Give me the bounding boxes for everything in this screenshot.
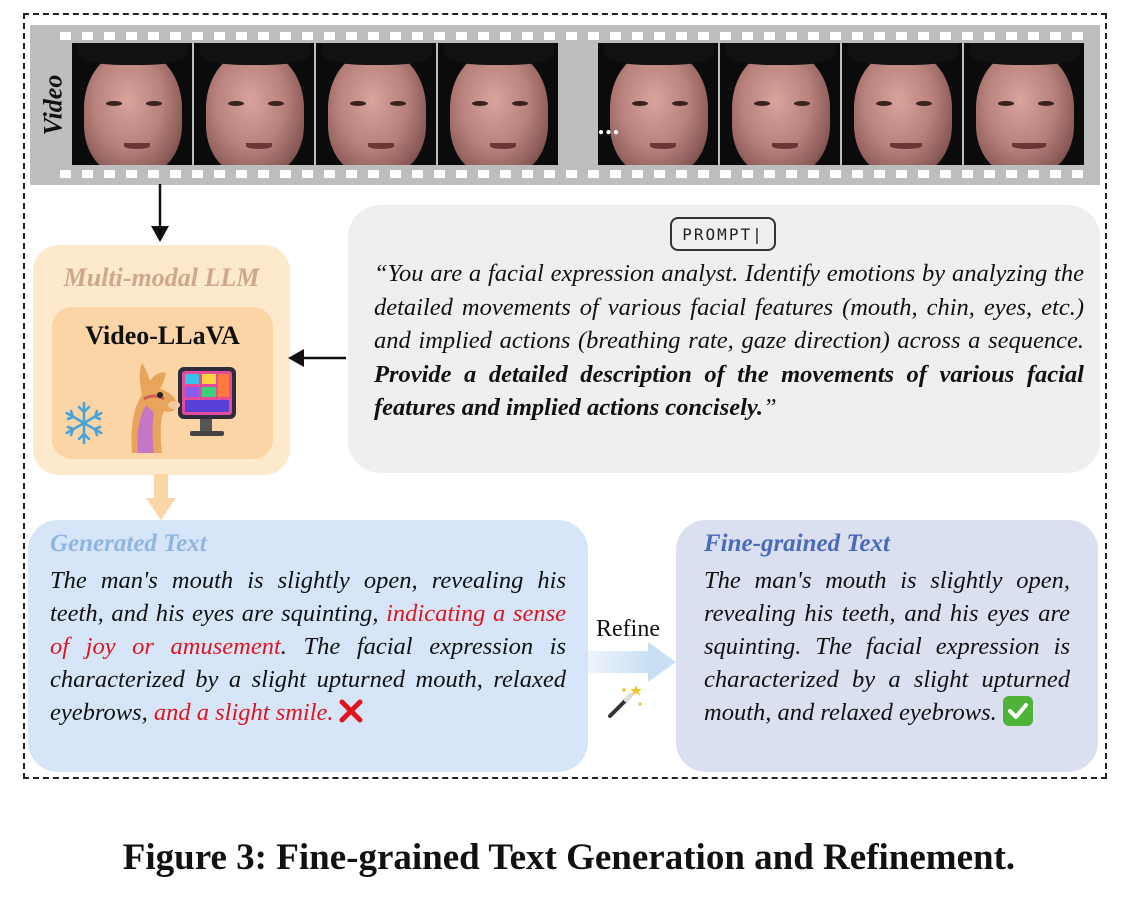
fine-grained-text-box: Fine-grained Text The man's mouth is sli…	[676, 520, 1098, 772]
prompt-badge: PROMPT|	[670, 217, 776, 251]
snowflake-icon	[65, 401, 103, 445]
arrow-llm-to-generated	[146, 474, 176, 520]
video-llava-box: Video-LLaVA	[52, 307, 273, 459]
arrow-video-to-llm	[151, 184, 169, 242]
generated-text-title: Generated Text	[50, 530, 207, 557]
generated-text-box: Generated Text The man's mouth is slight…	[28, 520, 588, 772]
film-sprocket-holes-bottom	[60, 170, 1092, 178]
frames-ellipsis: ...	[597, 111, 621, 140]
model-name: Video-LLaVA	[85, 321, 240, 350]
hallucinated-phrase: indicating a sense of joy or amusement	[50, 600, 566, 660]
cross-mark-icon	[339, 699, 363, 723]
figure-caption: Figure 3: Fine-grained Text Generation a…	[122, 837, 1016, 878]
prompt-instruction: Provide a detailed description of the mo…	[374, 360, 1084, 422]
video-frame	[842, 43, 962, 165]
figure-dashed-border	[23, 13, 1107, 779]
multimodal-llm-box: Multi-modal LLM Video-LLaVA	[33, 245, 290, 475]
video-frame	[72, 43, 192, 165]
video-frames	[72, 43, 1087, 165]
video-label: Video	[38, 74, 68, 136]
video-frame	[964, 43, 1084, 165]
fine-grained-text-body: The man's mouth is slightly open, reveal…	[704, 567, 1070, 726]
video-frame	[316, 43, 436, 165]
arrow-prompt-to-llm	[288, 349, 346, 367]
video-frame	[438, 43, 558, 165]
video-frame	[598, 43, 718, 165]
check-mark-icon	[1002, 696, 1033, 726]
prompt-box: PROMPT| “You are a facial expression ana…	[348, 205, 1100, 473]
video-frame	[194, 43, 314, 165]
generated-text-body: The man's mouth is slightly open, reveal…	[50, 567, 566, 726]
refine-arrow	[588, 642, 676, 682]
refine-label: Refine	[596, 616, 660, 642]
video-frame	[720, 43, 840, 165]
llm-title: Multi-modal LLM	[63, 263, 260, 292]
video-film-strip: Video ...	[30, 25, 1100, 185]
llama-icon	[131, 363, 236, 453]
film-sprocket-holes-top	[60, 32, 1092, 40]
fine-grained-text-title: Fine-grained Text	[704, 530, 890, 557]
hallucinated-phrase: and a slight smile.	[153, 699, 334, 726]
prompt-text: “You are a facial expression analyst. Id…	[374, 260, 1084, 422]
magic-wand-icon	[608, 685, 642, 718]
